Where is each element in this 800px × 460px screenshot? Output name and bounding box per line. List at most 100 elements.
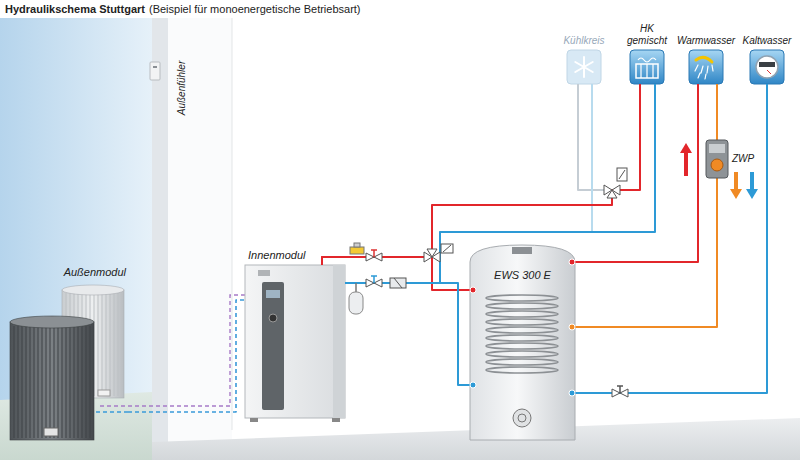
cold-water-icon: Kaltwasser: [750, 50, 784, 84]
three-way-valve: [441, 244, 453, 253]
component-label: EWS 300 E: [494, 269, 551, 282]
indoor-unit: [332, 418, 340, 422]
icon-cooling: [567, 50, 601, 84]
tank-ports: [569, 324, 575, 330]
dirt-filter: [390, 278, 406, 288]
indoor-unit: [269, 314, 277, 322]
indoor-unit: [245, 265, 345, 422]
storage-tank: [486, 311, 558, 317]
indoor-unit: [245, 265, 345, 418]
cold-water-valve: [612, 389, 620, 397]
sensor-label: Außenfühler: [176, 61, 188, 115]
circulation-pump: [709, 144, 725, 153]
icon-cold-water: [756, 56, 778, 78]
flow-arrows: [680, 143, 692, 153]
mixing-valve: [604, 168, 627, 198]
three-way-valve: [424, 244, 453, 262]
icon-cold-water: [759, 62, 775, 67]
pipe-connector: [716, 84, 718, 140]
safety-group: [354, 243, 360, 247]
expansion-vessel: [355, 283, 357, 292]
indoor-unit: [258, 270, 270, 276]
icon-hot-water: [695, 65, 713, 79]
pipe-connector: [575, 178, 717, 327]
icon-heating: [636, 64, 658, 78]
tank-ports: [470, 382, 476, 388]
storage-tank: [470, 245, 575, 440]
pipe-connector: [322, 257, 470, 290]
outdoor-unit-front: [44, 428, 58, 436]
icon-heating: [641, 64, 653, 78]
icon-cooling: [567, 50, 601, 84]
icon-cold-water: [750, 50, 784, 84]
outdoor-unit-front: [10, 316, 94, 328]
component-label: Kaltwasser: [743, 35, 792, 47]
subtitle-note: (Beispiel für monoenergetische Betriebsa…: [149, 3, 361, 15]
flow-arrows: [734, 172, 738, 190]
three-way-valve: [427, 249, 437, 257]
house-wall: [152, 18, 800, 460]
icon-cold-water: [767, 70, 771, 74]
outdoor-cable-dashes: [96, 411, 128, 413]
component-label: ZWP: [732, 153, 754, 165]
indoor-unit: [266, 290, 280, 298]
icon-cooling: [575, 57, 592, 77]
outdoor-sensor: [150, 62, 160, 80]
flow-arrows: [680, 143, 758, 199]
storage-tank: [486, 335, 558, 341]
storage-tank: [513, 409, 531, 427]
shutoff-valves: [374, 279, 382, 287]
component-label: Kühlkreis: [563, 35, 604, 47]
storage-tank: [486, 351, 558, 357]
pipe-group: [128, 84, 767, 412]
tank-ports: [569, 390, 575, 396]
outdoor-unit-front: [10, 322, 94, 440]
hot-water-icon: Warmwasser: [689, 50, 723, 84]
storage-tank: [486, 359, 558, 365]
circulation-pump: [711, 159, 723, 171]
flow-arrows: [730, 189, 742, 199]
storage-tank: [518, 414, 526, 422]
expansion-vessel: [349, 283, 363, 314]
pipe-connector: [575, 84, 698, 262]
tank-ports: [470, 287, 476, 293]
outdoor-cable-dashes: [96, 295, 245, 412]
icon-hot-water: [696, 57, 712, 62]
tank-ports: [569, 259, 575, 265]
house-wall: [168, 18, 232, 442]
pipe-connector: [345, 84, 655, 283]
icon-cold-water: [750, 50, 784, 84]
storage-tank: [486, 303, 558, 309]
heating-circuit-icon: HK gemischt: [630, 50, 664, 84]
icon-hot-water: [689, 50, 723, 84]
mixing-valve: [619, 170, 625, 179]
component-label: Warmwasser: [677, 35, 735, 47]
storage-tank: [486, 343, 558, 349]
shutoff-valves: [374, 253, 382, 261]
outdoor-sensor: [150, 62, 160, 80]
storage-tank: [486, 327, 558, 333]
circulation-pump: ZWP: [706, 140, 728, 178]
icon-hot-water: [689, 50, 723, 84]
indoor-unit: [250, 418, 258, 422]
cooling-circuit-icon: Kühlkreis: [567, 50, 601, 84]
expansion-vessel: [349, 292, 363, 314]
shutoff-valves: [366, 250, 382, 287]
diagram-title: Hydraulikschema Stuttgart: [5, 3, 145, 15]
cold-water-valve: [612, 386, 628, 397]
pipe-connector: [575, 84, 767, 393]
house-wall: [152, 18, 168, 442]
dirt-filter: [394, 278, 402, 288]
safety-group: [350, 247, 364, 254]
mixing-valve: [607, 190, 617, 198]
indoor-module: Innenmodul: [245, 265, 345, 418]
safety-group: [350, 243, 364, 254]
shutoff-valves: [366, 279, 374, 287]
storage-tank: [486, 319, 558, 325]
